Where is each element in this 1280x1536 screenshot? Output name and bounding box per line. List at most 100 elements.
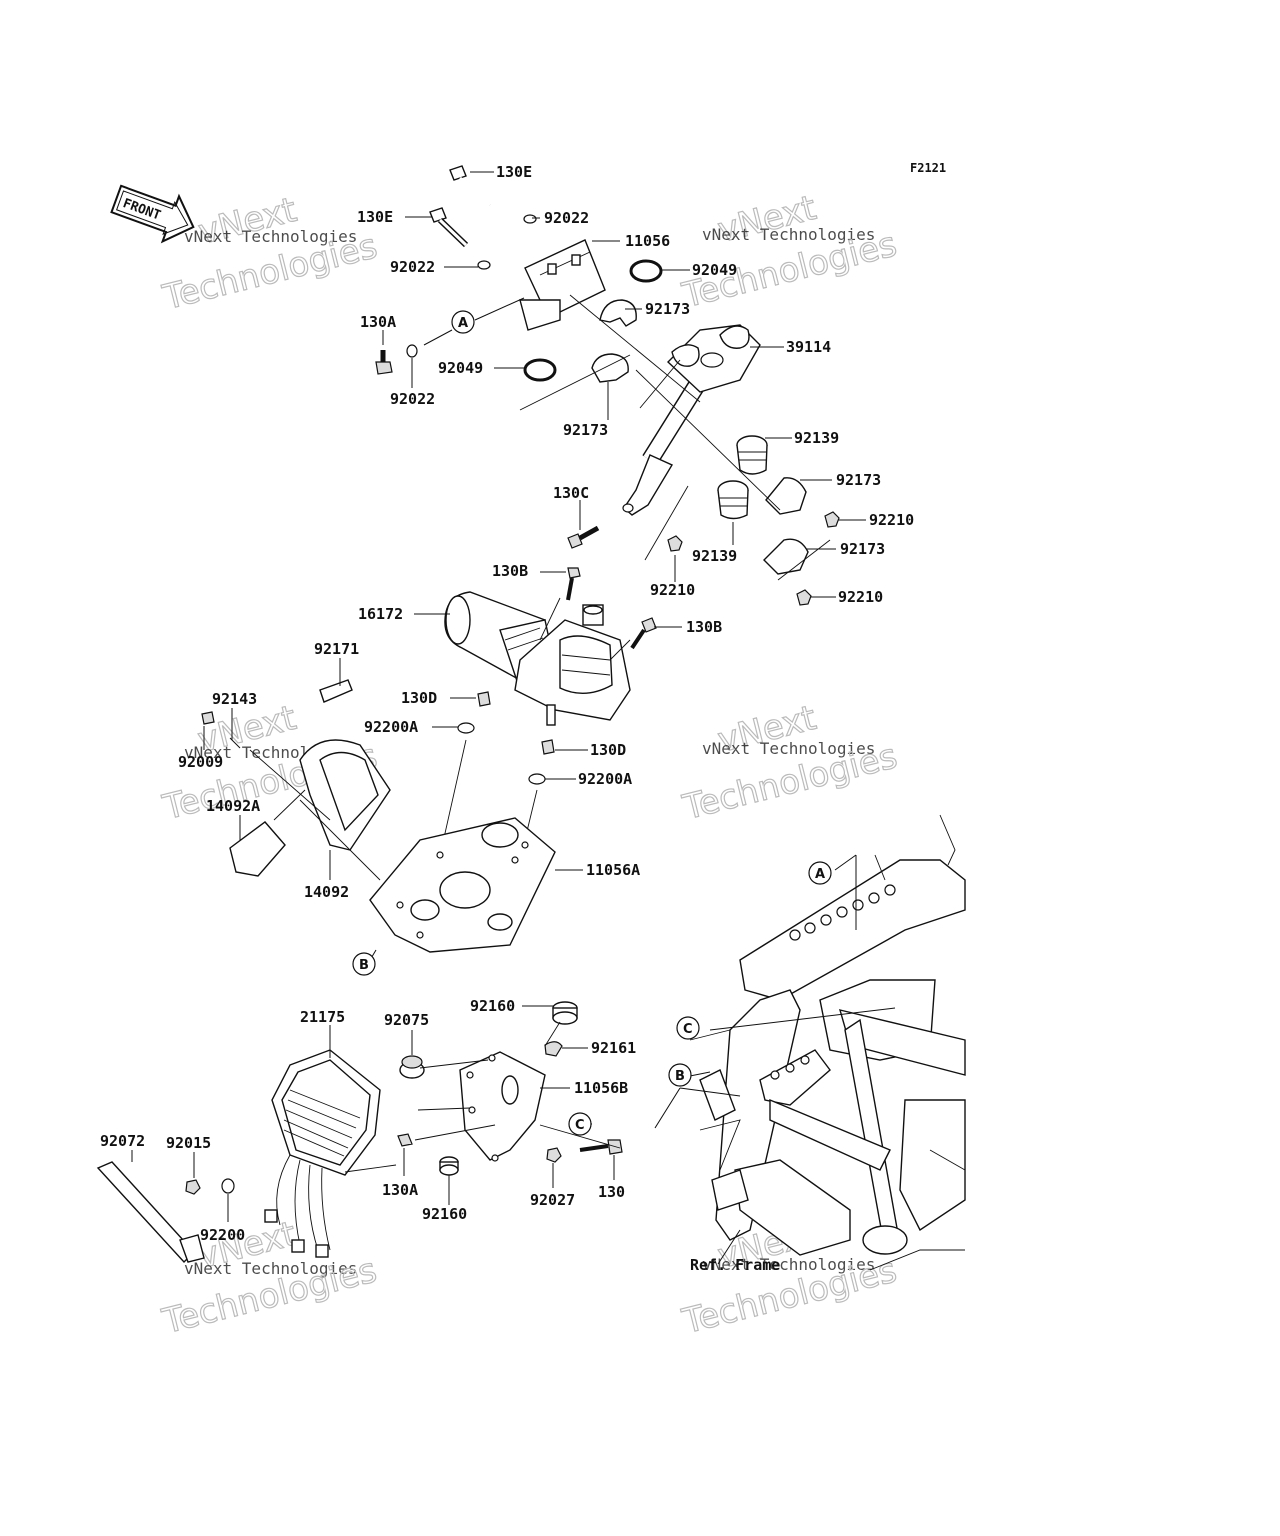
label-92015: 92015 bbox=[166, 1134, 211, 1152]
collar-92160 bbox=[439, 1156, 459, 1176]
bolt-130b bbox=[630, 617, 657, 650]
front-arrow-icon: FRONT bbox=[110, 184, 195, 244]
plate-11056a bbox=[369, 817, 556, 953]
label-92171: 92171 bbox=[314, 640, 359, 658]
cover-14092 bbox=[299, 739, 391, 851]
nut-92027 bbox=[546, 1147, 562, 1163]
part-labels: 130E 130E 92022 11056 92022 92049 92173 … bbox=[100, 163, 914, 1274]
label-92027: 92027 bbox=[530, 1191, 575, 1209]
label-21175: 21175 bbox=[300, 1008, 345, 1026]
label-130a: 130A bbox=[382, 1181, 418, 1199]
ring-92049 bbox=[629, 259, 663, 283]
washer-92200 bbox=[221, 1178, 235, 1194]
bolt-130d bbox=[541, 739, 555, 755]
bolt-130d bbox=[477, 691, 491, 707]
label-92049: 92049 bbox=[438, 359, 483, 377]
damper-92139-low bbox=[717, 480, 749, 520]
label-130d: 130D bbox=[401, 689, 437, 707]
callout-c-frame: C bbox=[676, 1016, 700, 1040]
clamp-92173-top bbox=[591, 299, 637, 383]
label-92160: 92160 bbox=[470, 997, 515, 1015]
label-92200: 92200 bbox=[200, 1226, 245, 1244]
label-14092: 14092 bbox=[304, 883, 349, 901]
bolt-130e-top bbox=[449, 165, 492, 207]
callout-b-left: B bbox=[352, 952, 376, 976]
washer-92022 bbox=[523, 214, 537, 224]
label-92210: 92210 bbox=[650, 581, 695, 599]
label-92139: 92139 bbox=[692, 547, 737, 565]
washer-92200a bbox=[528, 773, 546, 785]
label-130e: 130E bbox=[496, 163, 532, 181]
label-92210: 92210 bbox=[869, 511, 914, 529]
strap-92072 bbox=[96, 1161, 205, 1264]
gearbox bbox=[514, 604, 631, 726]
screw-92009 bbox=[201, 711, 215, 725]
watermark-text: vNext Technologies bbox=[702, 739, 875, 758]
label-92173: 92173 bbox=[840, 540, 885, 558]
callout-a-upper: A bbox=[451, 310, 475, 334]
label-92173: 92173 bbox=[645, 300, 690, 318]
label-92075: 92075 bbox=[384, 1011, 429, 1029]
label-130b: 130B bbox=[686, 618, 722, 636]
leader-lines bbox=[131, 171, 896, 1265]
bolt-130a bbox=[375, 350, 393, 375]
svg-text:A: A bbox=[458, 316, 468, 331]
collar-92160 bbox=[552, 1001, 578, 1025]
label-92139: 92139 bbox=[794, 429, 839, 447]
bolt-130a bbox=[397, 1133, 413, 1147]
holder-39114 bbox=[666, 324, 761, 393]
cap-92075 bbox=[399, 1055, 425, 1079]
label-92009: 92009 bbox=[178, 753, 223, 771]
clamp-92173 bbox=[765, 477, 807, 515]
label-11056b: 11056B bbox=[574, 1079, 628, 1097]
bracket-11056 bbox=[519, 239, 606, 331]
nut-92210 bbox=[824, 511, 840, 528]
svg-text:A: A bbox=[815, 867, 825, 882]
label-92160: 92160 bbox=[422, 1205, 467, 1223]
watermark-text: vNext Technologies bbox=[184, 1259, 357, 1278]
label-92022: 92022 bbox=[390, 390, 435, 408]
washer-92200a bbox=[457, 722, 475, 734]
watermark-text: vNext Technologies bbox=[702, 1255, 875, 1274]
svg-text:C: C bbox=[683, 1022, 693, 1037]
clamp-92173 bbox=[763, 538, 809, 575]
damper-92139-top bbox=[736, 435, 768, 475]
callout-b-frame: B bbox=[668, 1063, 692, 1087]
label-11056a: 11056A bbox=[586, 861, 640, 879]
svg-text:B: B bbox=[675, 1069, 685, 1084]
bracket-11056b bbox=[459, 1051, 546, 1162]
washer-92022 bbox=[477, 260, 491, 270]
steering-shaft bbox=[622, 375, 708, 516]
label-92022: 92022 bbox=[544, 209, 589, 227]
label-92173: 92173 bbox=[836, 471, 881, 489]
ref-frame-label: Ref. Frame bbox=[690, 1256, 780, 1274]
label-92200a: 92200A bbox=[364, 718, 418, 736]
bolt-130b bbox=[566, 567, 581, 601]
label-92173: 92173 bbox=[563, 421, 608, 439]
grommet-92161 bbox=[544, 1041, 563, 1057]
label-130c: 130C bbox=[553, 484, 589, 502]
bolt-130c bbox=[567, 525, 600, 549]
power-steering-unit bbox=[429, 567, 657, 901]
label-14092a: 14092A bbox=[206, 797, 260, 815]
cover-14092a bbox=[229, 821, 286, 877]
watermark-text: vNext Technologies bbox=[702, 225, 875, 244]
label-39114: 39114 bbox=[786, 338, 831, 356]
watermark-text: vNext Technologies bbox=[184, 227, 357, 246]
washer-92022 bbox=[406, 344, 418, 358]
label-92200a: 92200A bbox=[578, 770, 632, 788]
nut-92210 bbox=[796, 589, 812, 606]
nut-92210 bbox=[667, 535, 683, 552]
label-92072: 92072 bbox=[100, 1132, 145, 1150]
label-92143: 92143 bbox=[212, 690, 257, 708]
bolt-130e-left bbox=[429, 207, 469, 248]
label-92161: 92161 bbox=[591, 1039, 636, 1057]
frame bbox=[689, 814, 966, 1271]
label-130: 130 bbox=[598, 1183, 625, 1201]
label-92210: 92210 bbox=[838, 588, 883, 606]
control-unit-21175 bbox=[264, 1049, 381, 1258]
steering-column-assembly bbox=[375, 165, 840, 606]
svg-text:C: C bbox=[575, 1118, 585, 1133]
label-92022: 92022 bbox=[390, 258, 435, 276]
